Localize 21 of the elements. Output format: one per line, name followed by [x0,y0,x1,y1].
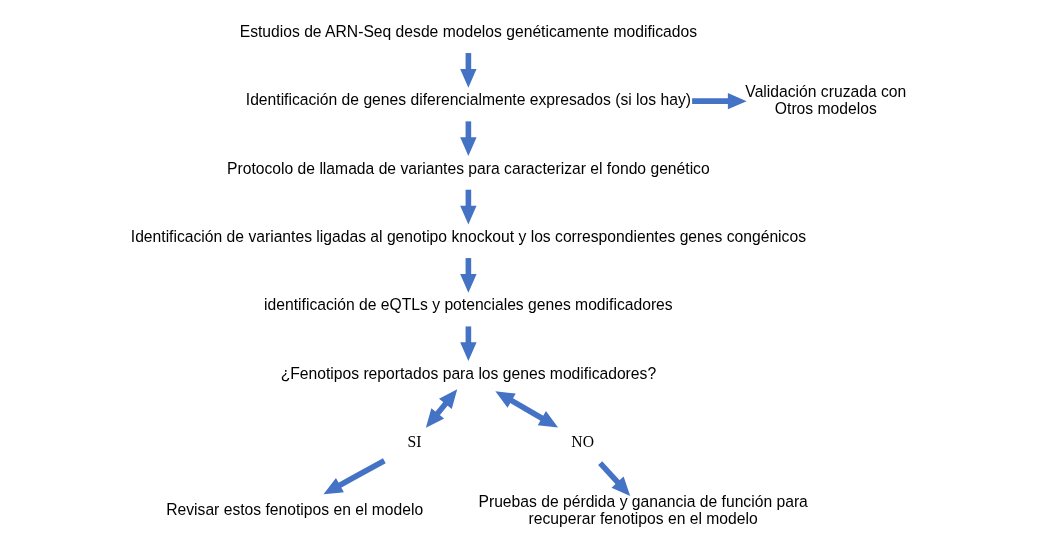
node-text: Estudios de ARN-Seq desde modelos genéticamente modificados [239,22,698,40]
arrow [425,389,458,428]
node-text: Identificación de variantes ligadas al genotipo knockout y los correspondientes genes congénicos [130,227,806,245]
node-text: Pruebas de pérdida y ganancia de función para recuperar fenotipos en el modelo [478,492,808,527]
arrow [460,121,477,157]
node-text: Validación cruzada con Otros modelos [745,82,907,117]
node-text: identificación de eQTLs y potenciales genes modificadores [264,296,673,314]
arrow [495,391,559,428]
arrow [598,461,631,496]
arrow [692,92,747,110]
arrow [460,189,477,225]
arrow [460,53,477,88]
arrow [460,326,477,362]
arrow [460,258,477,293]
node-text: NO [571,433,594,451]
arrow [323,458,386,495]
node-text: Revisar estos fenotipos en el modelo [166,501,424,519]
node-text: Identificación de genes diferencialmente expresados (si los hay) [245,91,691,109]
node-text: ¿Fenotipos reportados para los genes modificadores? [280,364,657,382]
node-text: SI [407,433,422,451]
node-text: Protocolo de llamada de variantes para caracterizar el fondo genético [227,159,710,177]
